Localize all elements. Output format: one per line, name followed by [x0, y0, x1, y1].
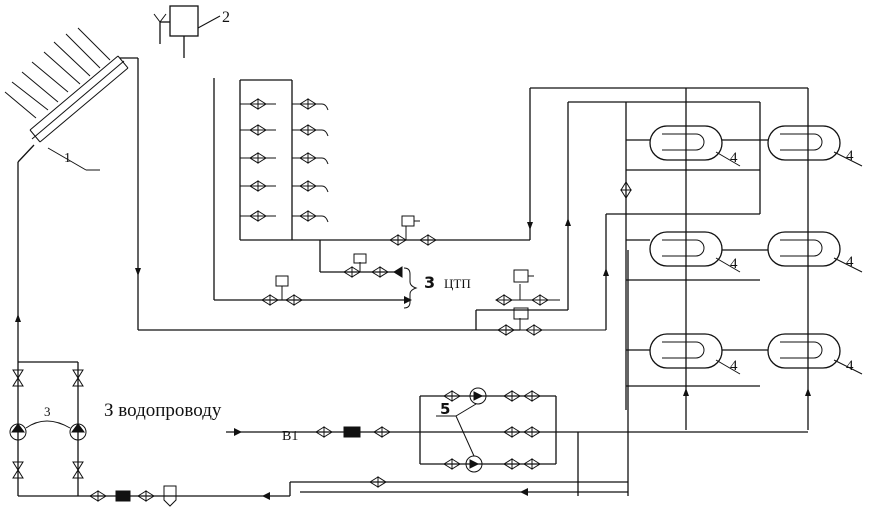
control-valve-assemblies [261, 181, 632, 336]
storage-tank [767, 231, 863, 273]
consumer-valve-bank [240, 98, 329, 223]
left-pump-group [9, 369, 87, 479]
storage-tank [767, 333, 863, 375]
heat-point-brace [403, 267, 418, 309]
collector-label: 1 [64, 151, 71, 166]
left-pump-label: 3 [44, 404, 51, 419]
tank-label-5: 4 [730, 358, 738, 374]
tank-label-3: 4 [730, 256, 738, 272]
tank-label-2: 4 [846, 148, 854, 164]
tank-label-1: 4 [730, 150, 738, 166]
storage-tank [649, 231, 741, 273]
pump-icon [469, 387, 487, 405]
tap-icon [292, 98, 329, 223]
storage-tank [649, 125, 741, 167]
pipework [17, 57, 809, 497]
expansion-tank-label: 2 [222, 9, 230, 26]
solar-collector: 1 [4, 27, 129, 171]
right-pump-label: 5 [440, 400, 450, 418]
inlet-b1-label: В1 [282, 429, 298, 444]
inlet-fittings [315, 426, 391, 438]
right-pump-group [436, 387, 541, 473]
sun-rays-icon [4, 27, 111, 119]
storage-tank [767, 125, 863, 167]
water-supply-label: З водопроводу [104, 400, 222, 421]
heat-point-number: 3 [424, 273, 435, 292]
valve-icon [240, 98, 276, 222]
tank-label-6: 4 [846, 358, 854, 374]
storage-tanks [649, 125, 863, 375]
storage-tank [649, 333, 741, 375]
bottom-fittings [89, 476, 387, 507]
expansion-tank: 2 [153, 5, 230, 58]
tank-label-4: 4 [846, 254, 854, 270]
heat-point-abbr: ЦТП [444, 276, 471, 291]
flow-arrows [15, 218, 811, 500]
